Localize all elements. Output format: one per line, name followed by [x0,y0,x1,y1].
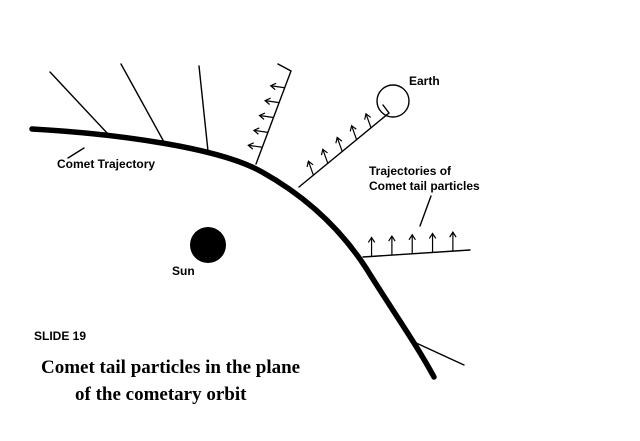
particle-arrow [247,142,263,150]
particle-arrow [258,112,274,120]
particle-arrow [252,127,268,135]
tail-label-pointer [419,195,432,227]
comet-trajectory-label: Comet Trajectory [57,157,155,171]
tail-line-4 [255,63,292,165]
tail-label-line1: Trajectories of [369,164,452,178]
tail-line-6 [362,249,471,258]
particle-arrow [269,82,285,91]
caption-line1: Comet tail particles in the plane [41,357,300,378]
slide-number: SLIDE 19 [34,329,86,343]
tail-line-2 [120,63,165,143]
particle-arrow [349,124,358,140]
particle-arrow [263,97,280,105]
particle-arrow [335,136,343,152]
particle-arrow [449,231,457,252]
sun-disc [190,227,226,263]
tail-line-7 [413,341,465,366]
earth-circle [376,84,410,118]
particle-arrow [306,160,314,176]
earth-label: Earth [409,74,440,88]
comet-trajectory-pointer [67,147,85,159]
tail-label-line2: Comet tail particles [369,179,480,193]
particle-arrow [364,112,372,129]
particle-arrow [428,232,437,253]
comet-trajectory-curve [29,126,437,380]
tail-line-5 [298,104,390,188]
caption-line2: of the cometary orbit [75,384,247,405]
particle-arrow [408,233,416,254]
tail-line-3 [198,65,209,152]
particle-arrow [320,148,329,164]
tail-line-1 [49,71,109,135]
particle-arrows [247,82,457,257]
tail-particle-lines [49,63,471,366]
particle-arrow [388,234,396,256]
particle-arrow [367,236,376,257]
sun-label: Sun [172,264,195,278]
